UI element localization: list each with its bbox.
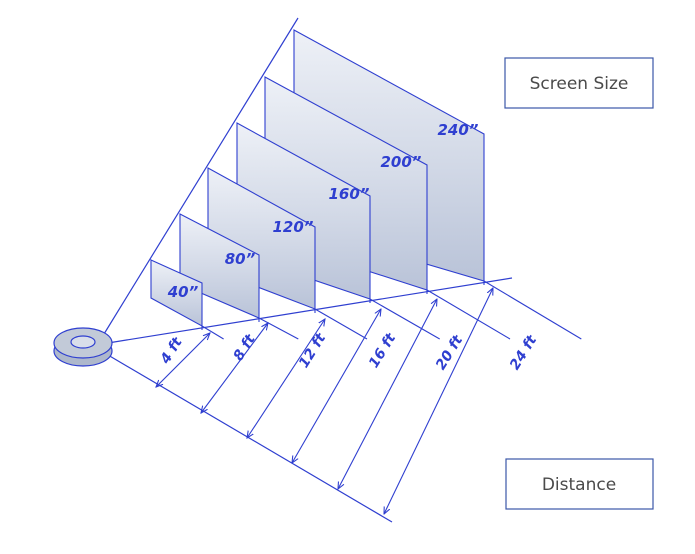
distance-value: 8 ft <box>231 331 260 364</box>
distance-value: 24 ft <box>507 332 541 373</box>
distance-dimension: 12 ft <box>247 308 368 438</box>
screen-size-label: Screen Size <box>530 74 629 94</box>
screen-size-value: 160” <box>329 185 370 203</box>
screen-size-value: 240” <box>438 121 479 139</box>
distance-label: Distance <box>542 475 616 495</box>
dimension-arrow <box>201 323 268 413</box>
screen-size-value: 200” <box>381 153 422 171</box>
screen-size-value: 120” <box>273 218 314 236</box>
screen-size-value: 40” <box>167 283 199 301</box>
dimension-arrow <box>292 309 381 463</box>
screen-group: 240” 200” 160” 120” 80” 40” <box>150 29 485 330</box>
distance-value: 4 ft <box>157 334 186 368</box>
baseline-line <box>107 354 393 523</box>
distance-dimension: 20 ft <box>338 289 511 489</box>
dimension-arrow <box>338 299 437 489</box>
distance-value: 12 ft <box>296 330 330 371</box>
dimension-arrow <box>384 288 493 514</box>
distance-value: 16 ft <box>366 330 400 371</box>
distance-dimension: 4 ft <box>156 325 224 387</box>
extension-line <box>314 308 368 340</box>
extension-line <box>258 317 299 340</box>
distance-dimension: 16 ft <box>292 298 440 463</box>
distance-dimension: 8 ft <box>201 317 299 413</box>
distance-box: Distance <box>505 458 654 510</box>
extension-line <box>483 280 582 340</box>
screen-size-value: 80” <box>225 250 256 268</box>
extension-line <box>369 298 440 340</box>
extension-line <box>426 289 511 340</box>
projector-icon <box>53 327 113 367</box>
cone-top-line <box>103 17 299 335</box>
screen-size-box: Screen Size <box>504 57 654 109</box>
